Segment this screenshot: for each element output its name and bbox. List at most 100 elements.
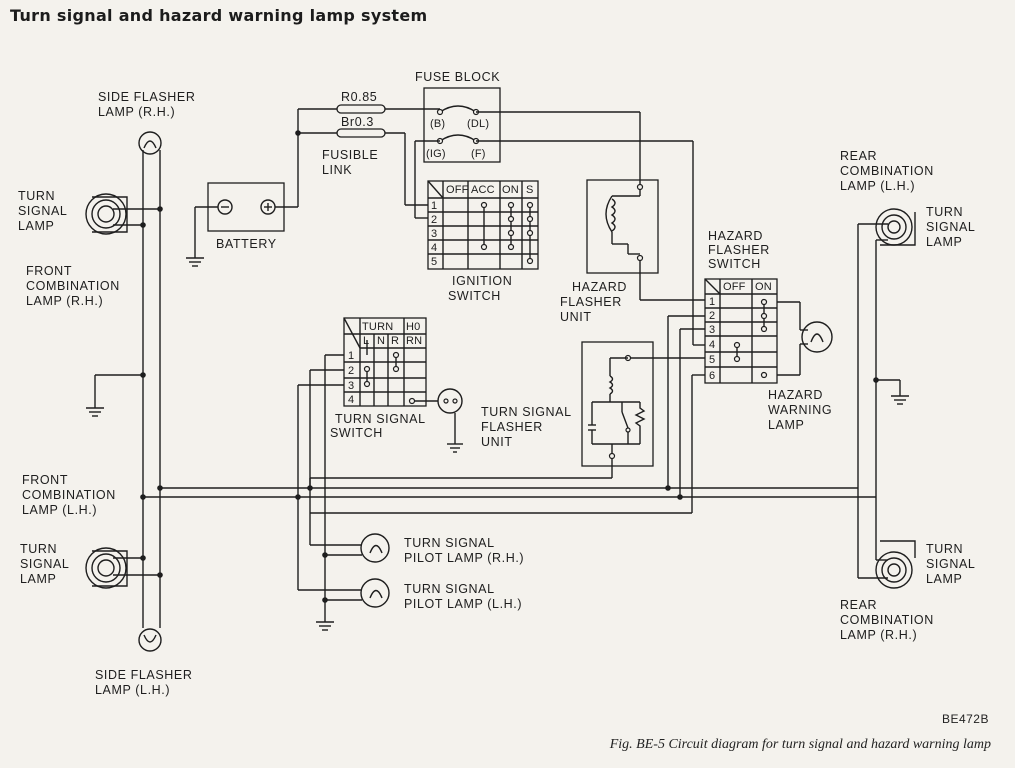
label-hazard-unit-1: HAZARD [572, 280, 627, 294]
label-pilot-lh-2: PILOT LAMP (L.H.) [404, 597, 522, 611]
ign-row-1: 1 [431, 200, 437, 212]
label-hazard-unit-2: FLASHER [560, 295, 622, 309]
ts-hdr-rn: RN [406, 335, 422, 347]
label-ignition-2: SWITCH [448, 289, 501, 303]
label-ts-flasher-2: FLASHER [481, 420, 543, 434]
label-turn-lh-3: LAMP [20, 572, 56, 586]
rear-lamp-lh [858, 208, 916, 246]
ts-row-3: 3 [348, 380, 354, 392]
fusible-link-br03 [336, 128, 386, 138]
ign-row-3: 3 [431, 228, 437, 240]
ts-row-1: 1 [348, 350, 354, 362]
ts-hdr-n: N [377, 335, 385, 347]
label-hazard-switch-3: SWITCH [708, 257, 761, 271]
label-turn-switch-1: TURN SIGNAL [335, 412, 426, 426]
turn-signal-switch [343, 317, 438, 407]
label-hazard-lamp-1: HAZARD [768, 388, 823, 402]
label-battery: BATTERY [216, 237, 277, 251]
ign-hdr-acc: ACC [471, 184, 495, 196]
label-rear-turn-lh-3: LAMP [926, 235, 962, 249]
label-turn-rh-2: SIGNAL [18, 204, 67, 218]
label-rear-turn-rh-2: SIGNAL [926, 557, 975, 571]
label-front-comb-rh-1: FRONT [26, 264, 72, 278]
ign-row-2: 2 [431, 214, 437, 226]
haz-row-1: 1 [709, 296, 715, 308]
haz-hdr-off: OFF [723, 281, 746, 293]
label-rear-comb-rh-2: COMBINATION [840, 613, 934, 627]
haz-hdr-on: ON [755, 281, 772, 293]
label-pilot-lh-1: TURN SIGNAL [404, 582, 495, 596]
label-rear-comb-rh-1: REAR [840, 598, 877, 612]
label-rear-comb-rh-3: LAMP (R.H.) [840, 628, 917, 642]
label-fusible-2: LINK [322, 163, 352, 177]
label-side-flasher-rh-1: SIDE FLASHER [98, 90, 196, 104]
label-front-comb-rh-3: LAMP (R.H.) [26, 294, 103, 308]
label-front-comb-lh-3: LAMP (L.H.) [22, 503, 97, 517]
label-fusible-1: FUSIBLE [322, 148, 378, 162]
pilot-lamp-lh [298, 578, 390, 608]
label-front-comb-lh-1: FRONT [22, 473, 68, 487]
ts-hdr-turn: TURN [362, 321, 393, 333]
label-rear-turn-lh-1: TURN [926, 205, 963, 219]
label-side-flasher-rh-2: LAMP (R.H.) [98, 105, 175, 119]
label-ts-flasher-3: UNIT [481, 435, 513, 449]
haz-row-2: 2 [709, 310, 715, 322]
ign-row-5: 5 [431, 256, 437, 268]
label-br03: Br0.3 [341, 115, 374, 129]
figure-caption: Fig. BE-5 Circuit diagram for turn signa… [609, 737, 991, 752]
label-turn-rh-1: TURN [18, 189, 55, 203]
fuse-terminal-f: (F) [471, 148, 486, 160]
ts-row-2: 2 [348, 365, 354, 377]
pilot-lamp-rh [310, 533, 390, 563]
label-hazard-lamp-3: LAMP [768, 418, 804, 432]
ignition-switch [427, 180, 539, 270]
ts-hdr-h0: H0 [406, 321, 420, 333]
ts-hdr-r: R [391, 335, 399, 347]
label-hazard-switch-2: FLASHER [708, 243, 770, 257]
hazard-flasher-switch [704, 278, 778, 384]
label-turn-lh-1: TURN [20, 542, 57, 556]
diagram-title: Turn signal and hazard warning lamp syst… [10, 6, 428, 25]
haz-row-5: 5 [709, 354, 715, 366]
label-ignition-1: IGNITION [452, 274, 512, 288]
label-rear-comb-lh-3: LAMP (L.H.) [840, 179, 915, 193]
fuse-terminal-ig: (IG) [426, 148, 446, 160]
label-turn-rh-3: LAMP [18, 219, 54, 233]
label-pilot-rh-1: TURN SIGNAL [404, 536, 495, 550]
ts-hdr-l: L [363, 335, 369, 347]
label-hazard-switch-1: HAZARD [708, 229, 763, 243]
label-rear-turn-rh-1: TURN [926, 542, 963, 556]
label-fuse-block: FUSE BLOCK [415, 70, 500, 84]
label-rear-comb-lh-1: REAR [840, 149, 877, 163]
front-lamps-rh [85, 131, 162, 235]
hazard-flasher-unit [586, 179, 659, 274]
front-lamps-lh [85, 547, 163, 652]
fuse-terminal-dl: (DL) [467, 118, 489, 130]
hazard-warning-lamp [777, 301, 833, 376]
label-rear-turn-lh-2: SIGNAL [926, 220, 975, 234]
label-side-flasher-lh-1: SIDE FLASHER [95, 668, 193, 682]
label-front-comb-rh-2: COMBINATION [26, 279, 120, 293]
ign-row-4: 4 [431, 242, 437, 254]
ign-hdr-on: ON [502, 184, 519, 196]
label-turn-switch-2: SWITCH [330, 426, 383, 440]
label-hazard-unit-3: UNIT [560, 310, 592, 324]
label-rear-comb-lh-2: COMBINATION [840, 164, 934, 178]
haz-row-6: 6 [709, 370, 715, 382]
ign-hdr-off: OFF [446, 184, 469, 196]
turn-signal-flasher-unit [581, 341, 654, 467]
haz-row-3: 3 [709, 324, 715, 336]
figure-code: BE472B [941, 712, 989, 726]
ign-hdr-s: S [526, 184, 534, 196]
fuse-terminal-b: (B) [430, 118, 445, 130]
fusible-link-r085 [336, 104, 386, 114]
battery [186, 182, 298, 267]
label-side-flasher-lh-2: LAMP (L.H.) [95, 683, 170, 697]
label-turn-lh-2: SIGNAL [20, 557, 69, 571]
label-pilot-rh-2: PILOT LAMP (R.H.) [404, 551, 524, 565]
label-ts-flasher-1: TURN SIGNAL [481, 405, 572, 419]
label-hazard-lamp-2: WARNING [768, 403, 832, 417]
turn-switch-connector [437, 388, 463, 453]
